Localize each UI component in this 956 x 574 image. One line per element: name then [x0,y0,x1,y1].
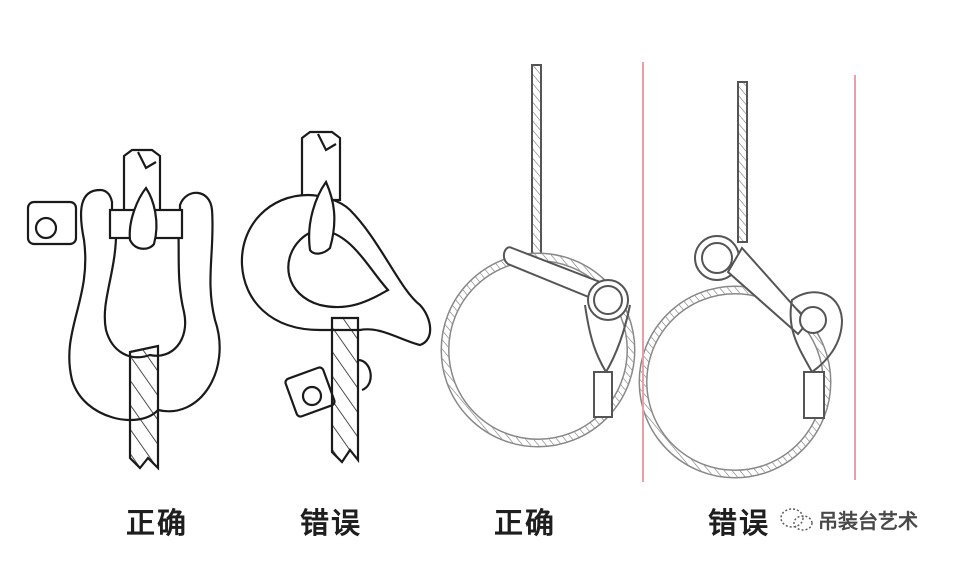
shackle-correct-illustration [26,148,221,471]
caption-choker-wrong: 错误 [708,506,771,540]
caption-choker-correct: 正确 [494,506,557,540]
choker-correct-illustration [440,64,636,448]
watermark: 吊装台艺术 [780,505,918,534]
wechat-icon [780,506,814,534]
choker-wrong-illustration [638,81,844,479]
watermark-text: 吊装台艺术 [818,509,918,533]
caption-shackle-wrong: 错误 [300,506,363,540]
caption-shackle-correct: 正确 [126,506,189,540]
shackle-wrong-illustration [240,130,432,464]
